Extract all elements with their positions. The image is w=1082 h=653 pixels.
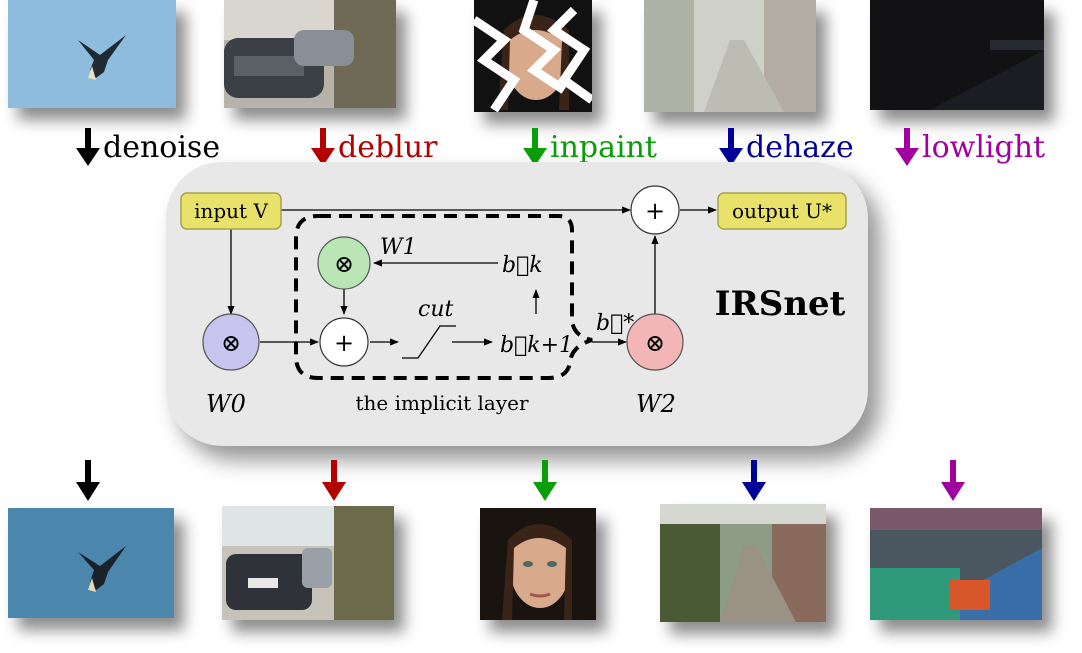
task-inpaint: inpaint [522,128,657,168]
dehaze-output-image [660,504,826,622]
inpaint-input-image [474,0,592,112]
deblur-input-image [224,0,396,108]
lowlight-output-image [870,508,1042,620]
inpaint-output-image [480,508,596,620]
task-label-lowlight: lowlight [922,130,1046,165]
lowlight-input-image [870,0,1044,110]
arrow-down-icon [533,460,557,501]
arrow-down-icon [76,128,100,166]
irsnet-panel [166,162,868,446]
task-label-dehaze: dehaze [746,130,854,165]
arrow-down-icon [895,128,919,166]
arrow-down-icon [719,128,743,166]
deblur-output-image [222,506,394,620]
arrow-down-icon [742,460,766,501]
task-label-inpaint: inpaint [550,130,657,165]
task-label-deblur: deblur [338,130,438,165]
task-dehaze: dehaze [718,128,854,168]
arrow-down-icon [311,128,335,166]
task-deblur: deblur [310,128,437,168]
denoise-output-image [8,508,174,618]
arrow-down-icon [76,460,100,501]
denoise-input-image [8,0,176,108]
task-label-denoise: denoise [103,130,221,165]
arrow-down-icon [523,128,547,166]
arrow-down-icon [941,460,965,501]
task-denoise: denoise [75,128,220,168]
task-lowlight: lowlight [894,128,1045,168]
arrow-down-icon [322,460,346,501]
dehaze-input-image [644,0,816,112]
